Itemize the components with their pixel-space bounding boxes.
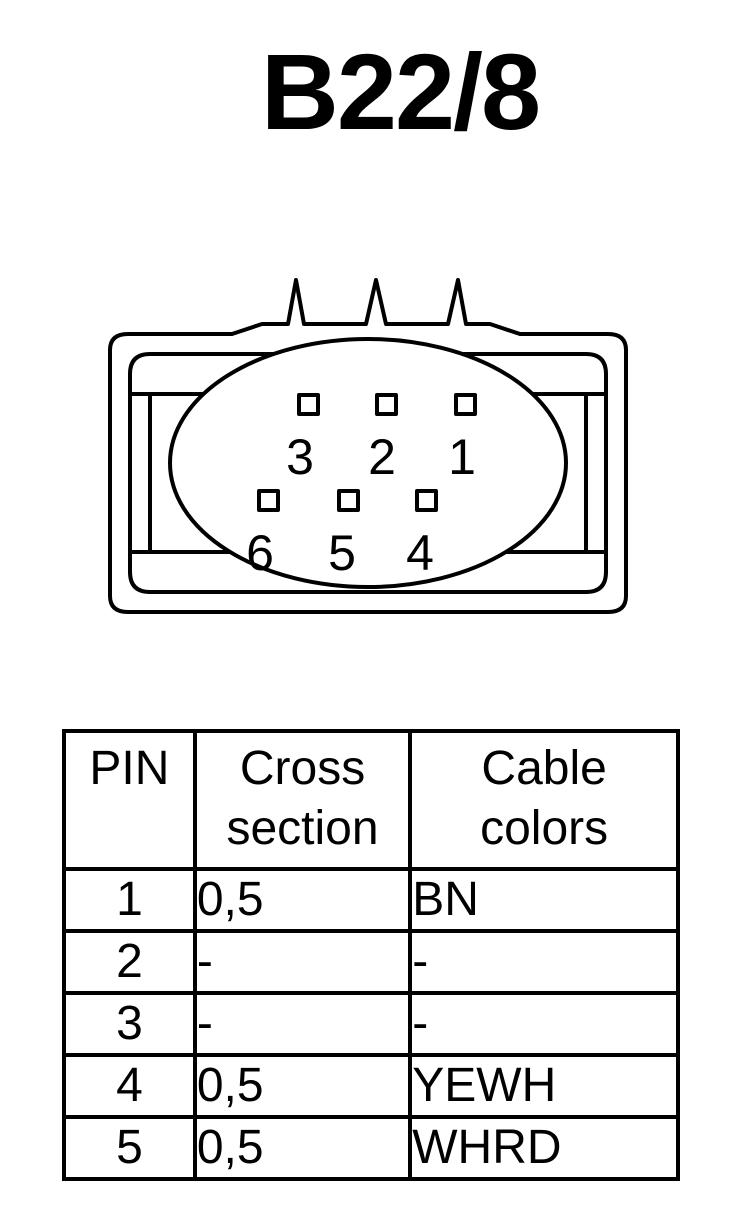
connector-housing-outline bbox=[108, 278, 628, 614]
cell-cable-color: - bbox=[408, 991, 680, 1057]
cell-cross-section: 0,5 bbox=[192, 1115, 413, 1181]
pin-2-contact bbox=[375, 393, 398, 416]
pin-label: 5 bbox=[328, 525, 356, 581]
cell-pin: 5 bbox=[62, 1115, 197, 1181]
pin-label: 3 bbox=[286, 429, 314, 485]
pin-label: 6 bbox=[246, 525, 274, 581]
pin-4-contact bbox=[415, 489, 438, 512]
connector-bottom-rail bbox=[128, 550, 608, 594]
pin-1-contact bbox=[454, 393, 477, 416]
cell-pin: 1 bbox=[62, 867, 197, 933]
cell-cable-color: BN bbox=[408, 867, 680, 933]
cell-pin: 2 bbox=[62, 929, 197, 995]
header-cross-section: Cross section bbox=[192, 729, 413, 871]
cell-cross-section: 0,5 bbox=[192, 867, 413, 933]
pin-label: 2 bbox=[368, 429, 396, 485]
connector-title: B22/8 bbox=[260, 31, 541, 152]
pin-3-contact bbox=[297, 393, 320, 416]
table-row: 2 - - bbox=[62, 929, 680, 995]
pin-assignment-table: PIN Cross section Cable colors 1 0,5 BN … bbox=[62, 729, 680, 1181]
table-row: 1 0,5 BN bbox=[62, 867, 680, 933]
cell-cross-section: 0,5 bbox=[192, 1053, 413, 1119]
connector-diagram: 3 2 1 6 5 4 bbox=[108, 278, 628, 614]
cell-pin: 3 bbox=[62, 991, 197, 1057]
cell-pin: 4 bbox=[62, 1053, 197, 1119]
table-row: 3 - - bbox=[62, 991, 680, 1057]
cell-cable-color: YEWH bbox=[408, 1053, 680, 1119]
pin-label: 1 bbox=[448, 429, 476, 485]
pin-5-contact bbox=[337, 489, 360, 512]
table-row: 5 0,5 WHRD bbox=[62, 1115, 680, 1181]
cell-cable-color: WHRD bbox=[408, 1115, 680, 1181]
header-pin: PIN bbox=[62, 729, 197, 871]
pin-6-contact bbox=[257, 489, 280, 512]
table-header-row: PIN Cross section Cable colors bbox=[62, 729, 680, 871]
header-cable-colors: Cable colors bbox=[408, 729, 680, 871]
cell-cross-section: - bbox=[192, 929, 413, 995]
table-row: 4 0,5 YEWH bbox=[62, 1053, 680, 1119]
pin-label: 4 bbox=[406, 525, 434, 581]
cell-cable-color: - bbox=[408, 929, 680, 995]
cell-cross-section: - bbox=[192, 991, 413, 1057]
connector-pin-face bbox=[168, 337, 568, 589]
